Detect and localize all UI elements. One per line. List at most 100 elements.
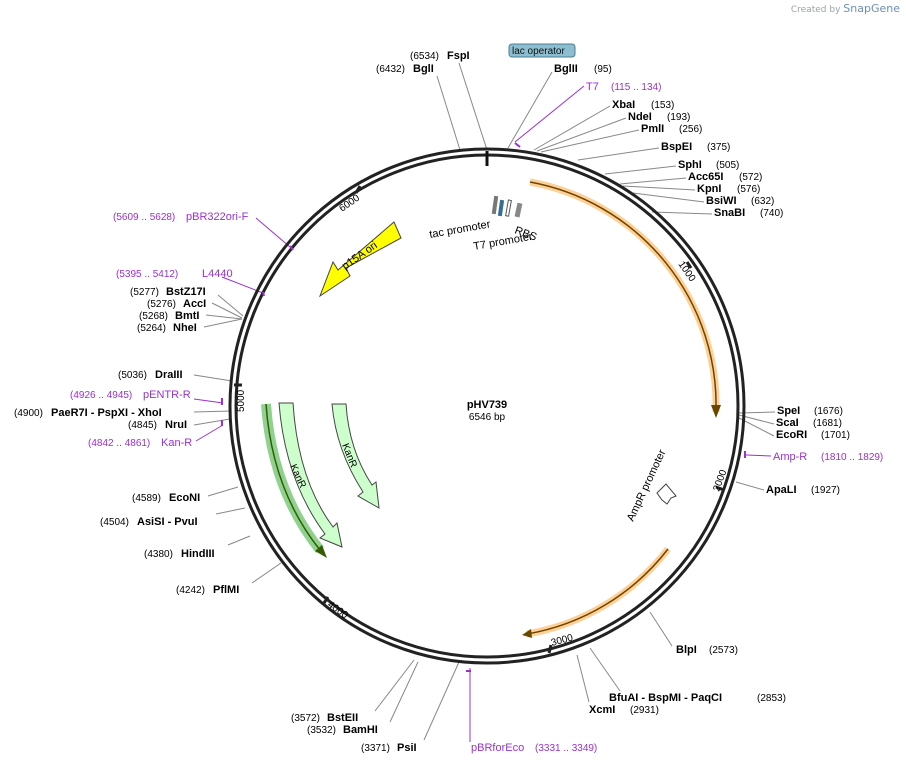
primer-name-kan-r: Kan-R [161,437,192,449]
primer-kan-r[interactable]: Kan-R (4842 .. 4861) [88,437,192,449]
ampr-promoter-label: AmpR promoter [625,448,669,524]
restriction-site-labels: FspI(6534)BglI (6432) BglII(95) XbaI(153)Nd… [14,50,850,754]
site-leader-bgli [436,75,461,151]
site-nhei[interactable]: NheI(5264) [137,322,197,334]
primer-leader-amp-r [745,454,772,457]
site-leader-blpi [649,611,673,647]
site-spei[interactable]: SpeI (1676) [777,405,843,417]
primer-t7[interactable]: T7(115 .. 134) [586,81,661,93]
site-acc65i[interactable]: Acc65I(572) [688,171,762,183]
site-bsteii[interactable]: BstEII(3572) [291,712,358,724]
p15a-ori-feature[interactable]: p15A ori [318,221,402,298]
promoter-cluster[interactable]: tac promoter T7 promoter RBS [428,195,538,253]
site-draiii[interactable]: DraIII(5036) [118,369,183,381]
site-pos-spei: (1676) [814,406,843,417]
site-kpni[interactable]: KpnI(576) [697,183,760,195]
watermark-prefix: Created by [790,5,841,15]
site-bmti[interactable]: BmtI(5268) [139,310,199,322]
site-name-acc65i: Acc65I [688,171,723,183]
site-sphi[interactable]: SphI(505) [678,159,739,171]
primer-pbr322ori-f[interactable]: pBR322ori-F(5609 .. 5628) [113,211,249,223]
site-bgli[interactable]: BglI (6432) [376,63,434,75]
primer-range-amp-r: (1810 .. 1829) [821,452,883,463]
site-xcmi[interactable]: XcmI(2931) [589,704,659,716]
site-blpi[interactable]: BlpI(2573) [676,644,738,656]
site-pos-snabi: (740) [760,208,783,219]
site-leader-snabi [651,211,713,215]
primer-pentr-r[interactable]: pENTR-R(4926 .. 4945) [70,389,191,401]
site-scai[interactable]: ScaI(1681) [776,417,842,429]
site-name-bamhi: BamHI [343,724,378,736]
primer-name-pbrforeco: pBRforEco [471,742,524,754]
site-pos-bsteii: (3572) [291,713,320,724]
site-leader-bstz17i [217,294,244,317]
site-pos-bgli: (6432) [376,64,405,75]
site-psii[interactable]: PsiI(3371) [361,742,417,754]
site-name-sphi: SphI [678,159,702,171]
site-leader-ndei [536,117,627,152]
site-name-pmli: PmlI [641,123,664,135]
snapgene-logo: SnapGene [843,2,900,15]
primer-mark-pbr322ori-f [289,245,294,251]
plasmid-length: 6546 bp [469,412,506,423]
primer-l4440[interactable]: L4440(5395 .. 5412) [116,268,233,280]
site-bsiwi[interactable]: BsiWI(632) [706,195,774,207]
site-pos-bstz17i: (5277) [130,287,159,298]
site-fspi[interactable]: FspI(6534) [410,50,470,62]
lac-operator-feature[interactable]: lac operator [508,43,576,58]
site-leader-pflmi [251,562,282,584]
site-bglii[interactable]: BglII(95) [554,63,612,75]
site-leader-nrui [193,418,231,426]
primer-name-amp-r: Amp-R [773,451,807,463]
plasmid-name: pHV739 [467,399,507,411]
site-pos-pmli: (256) [679,124,702,135]
site-econi[interactable]: EcoNI(4589) [132,492,200,504]
scale-tick-5000: 5000 [234,383,247,412]
kanr-feature-arrow-inner[interactable]: KanR [331,403,380,509]
kanr-feature-arrow-middle[interactable]: KanR [278,402,343,548]
site-nrui[interactable]: NruI(4845) [128,419,187,431]
site-pmli[interactable]: PmlI (256) [641,123,702,135]
site-name-xbai: XbaI [612,99,635,111]
primer-name-t7: T7 [586,81,599,93]
site-bspei[interactable]: BspEI(375) [661,141,730,153]
site-asisi-pvui[interactable]: AsiSI - PvuI(4504) [100,516,198,528]
primer-amp-r[interactable]: Amp-R (1810 .. 1829) [773,451,883,463]
site-pflmi[interactable]: PflMI(4242) [176,584,239,596]
site-snabi[interactable]: SnaBI(740) [714,207,783,219]
site-pos-ndei: (193) [667,112,690,123]
site-bfuai-bspmi-paqci[interactable]: BfuAI - BspMI - PaqCI(2853) [609,692,786,704]
site-ecori[interactable]: EcoRI(1701) [776,429,850,441]
site-ndei[interactable]: NdeI(193) [628,111,690,123]
site-pos-bglii: (95) [594,64,612,75]
primer-pbrforeco[interactable]: pBRforEco(3331 .. 3349) [471,742,597,754]
site-acci[interactable]: AccI(5276) [147,298,206,310]
primer-name-l4440: L4440 [202,268,233,280]
site-name-paer7i-pspxi-xhoi: PaeR7I - PspXI - XhoI [51,407,162,419]
site-hindiii[interactable]: HindIII(4380) [144,548,215,560]
primer-range-kan-r: (4842 .. 4861) [88,438,150,449]
primer-name-pbr322ori-f: pBR322ori-F [186,211,249,223]
site-xbai[interactable]: XbaI(153) [612,99,674,111]
site-leader-asisi-pvui [215,507,246,515]
site-pos-bspei: (375) [707,142,730,153]
site-leader-fspi [458,62,488,151]
site-name-bgli: BglI [413,63,434,75]
site-leader-psii [423,661,460,741]
site-leader-bspei [577,147,660,161]
site-leader-nhei [203,318,243,328]
site-leader-draiii [193,374,233,382]
primer-mark-l4440 [262,291,265,297]
site-leader-xbai [533,105,611,151]
ampr-promoter-feature[interactable]: AmpR promoter [625,448,677,524]
ampr-feature-arrow[interactable] [522,178,721,638]
site-apali[interactable]: ApaLI(1927) [766,484,840,496]
site-name-spei: SpeI [777,405,800,417]
site-leader-sphi [604,165,677,175]
site-pos-bmti: (5268) [139,311,168,322]
site-bamhi[interactable]: BamHI(3532) [307,724,378,736]
site-paer7i-pspxi-xhoi[interactable]: PaeR7I - PspXI - XhoI(4900) [14,407,162,419]
site-bstz17i[interactable]: BstZ17I(5277) [130,286,206,298]
kanr-feature-arrow-outer[interactable] [261,403,327,558]
